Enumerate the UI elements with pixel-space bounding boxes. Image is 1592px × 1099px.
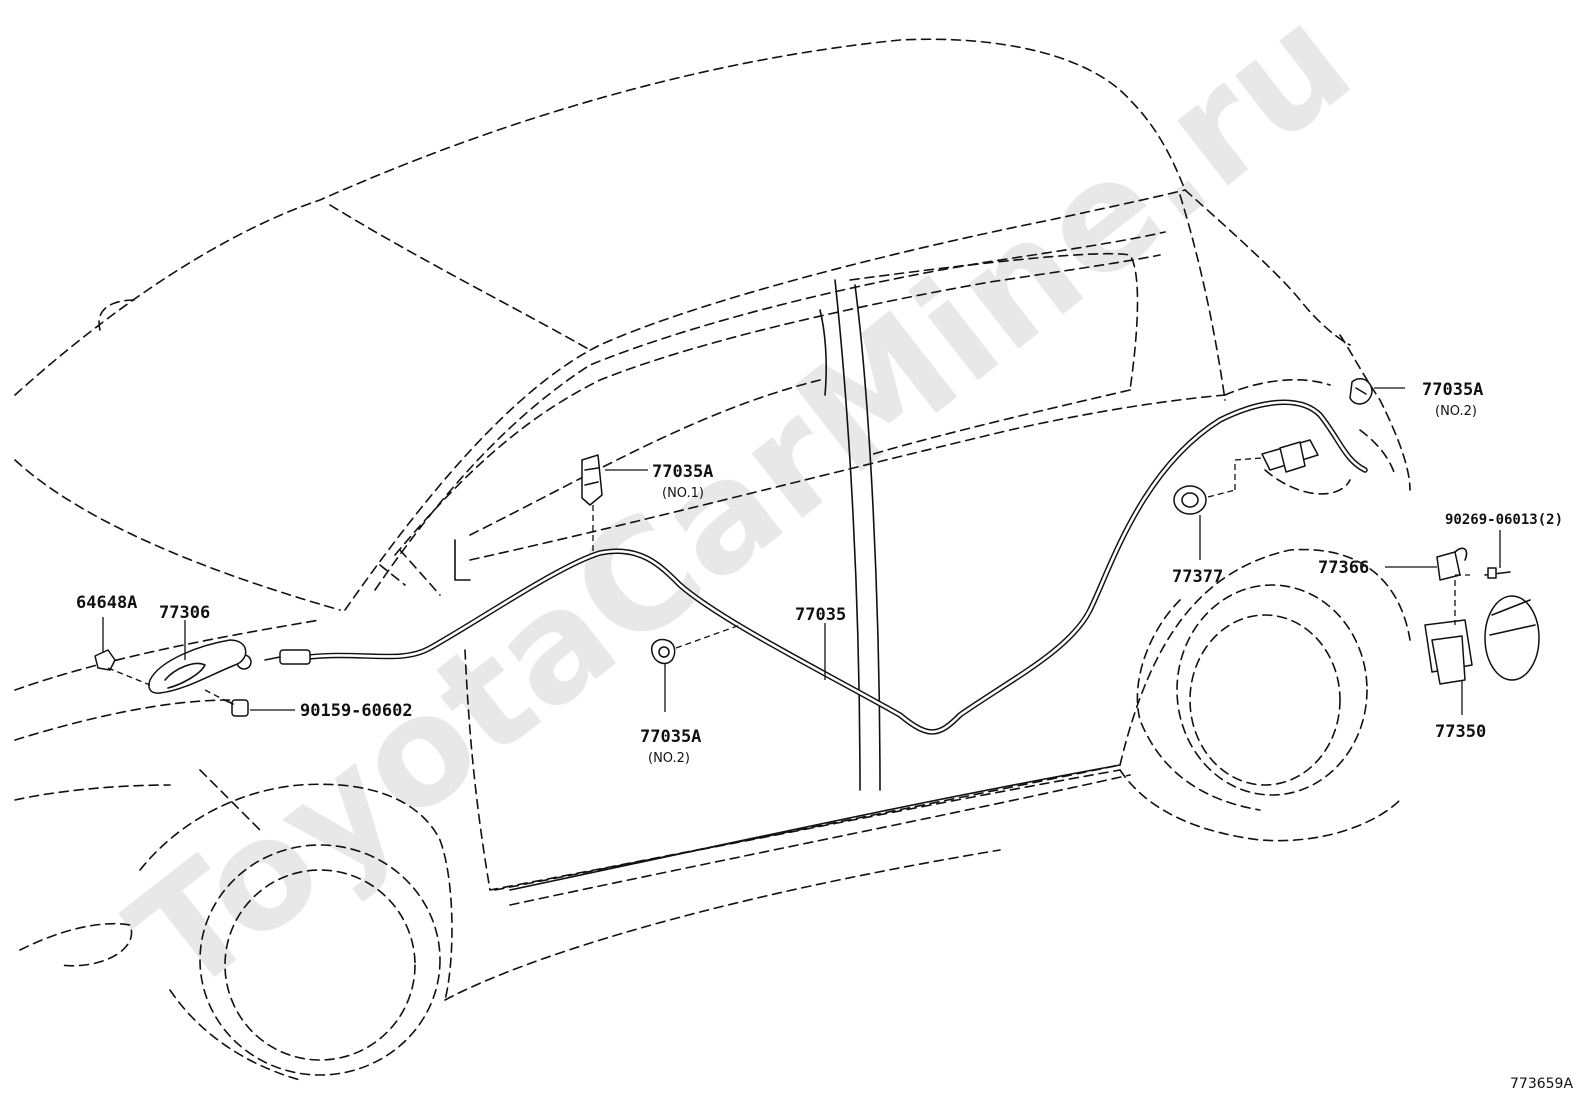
clamp-77035A-no2-rear [1349, 378, 1373, 405]
label-77366: 77366 [1318, 558, 1369, 578]
label-77306: 77306 [159, 603, 210, 623]
figure-id: 773659A [1510, 1076, 1573, 1092]
cap-64648A [94, 649, 116, 671]
label-90269-06013: 90269-06013(2) [1445, 512, 1563, 528]
label-90159-60602: 90159-60602 [300, 701, 413, 721]
label-77035A-no2-middle: 77035A [640, 727, 701, 747]
fuel-lid-opener-cable [236, 399, 1368, 735]
screw-90269-06013 [1484, 567, 1511, 579]
label-77350: 77350 [1435, 722, 1486, 742]
label-77035A-no1: 77035A [652, 462, 713, 482]
clamp-77035A-no1 [581, 454, 603, 506]
note-no2-rear: (NO.2) [1435, 404, 1477, 419]
fuel-lid-77350 [1424, 595, 1540, 685]
grommet-77377 [1173, 485, 1207, 515]
hinge-77366 [1436, 547, 1468, 581]
label-64648A: 64648A [76, 593, 137, 613]
car-solid-lines [199, 279, 1368, 1076]
lid-lock-assembly [1261, 439, 1319, 473]
note-no2-middle: (NO.2) [648, 751, 690, 766]
car-body-outline [14, 38, 1411, 1081]
label-77377: 77377 [1172, 567, 1223, 587]
leader-lines [102, 387, 1501, 715]
clamp-77035A-no2-middle [650, 638, 676, 665]
label-77035: 77035 [795, 605, 846, 625]
bolt-90159-60602 [224, 699, 249, 717]
label-77035A-no2-rear: 77035A [1422, 380, 1483, 400]
opener-lever-77306 [148, 639, 247, 694]
note-no1: (NO.1) [662, 486, 704, 501]
